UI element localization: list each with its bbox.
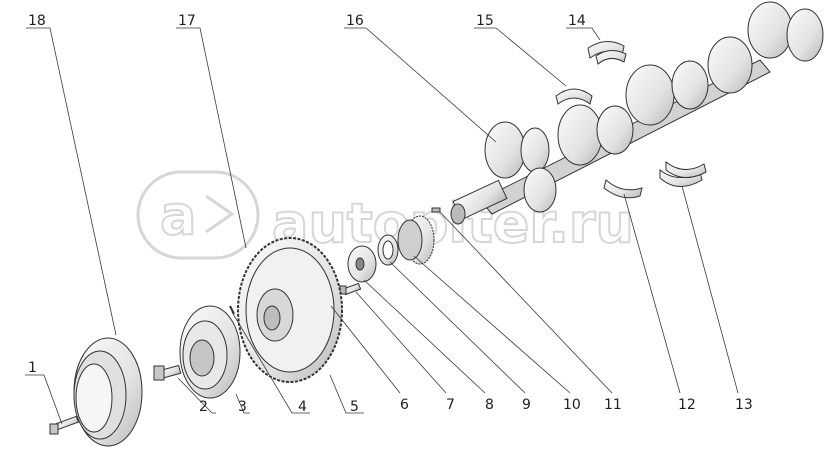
callout-18: 18: [28, 13, 46, 29]
callout-17: 17: [178, 13, 196, 29]
watermark-logo-frame: [136, 170, 260, 260]
watermark-arrow-icon: [205, 194, 235, 234]
callout-15: 15: [476, 13, 494, 29]
v-belt-pulley: [73, 337, 143, 447]
callout-2: 2: [199, 399, 208, 415]
main-bearing-shell: [555, 88, 593, 105]
pulley-bolt: [153, 364, 182, 381]
callout-8: 8: [485, 397, 494, 413]
thrust-bearing-shells: [659, 160, 707, 187]
callout-5: 5: [350, 399, 359, 415]
thrust-washer: [347, 245, 377, 283]
callout-16: 16: [346, 13, 364, 29]
callout-4: 4: [298, 399, 307, 415]
flywheel-bolt: [339, 282, 362, 296]
callout-12: 12: [678, 397, 696, 413]
callout-11: 11: [604, 397, 622, 413]
crankshaft: [450, 1, 824, 225]
main-bearing-upper-shells: [587, 41, 627, 65]
callout-9: 9: [522, 397, 531, 413]
crankshaft-pulley-hub: [179, 305, 241, 399]
callout-10: 10: [563, 397, 581, 413]
spacer-ring: [377, 234, 399, 266]
callout-14: 14: [568, 13, 586, 29]
callout-1: 1: [28, 360, 37, 376]
woodruff-key: [431, 207, 441, 213]
dowel-pin: [229, 305, 235, 315]
watermark-logo-text: a: [160, 184, 196, 247]
main-bearing-lower-shell: [603, 179, 643, 199]
callout-6: 6: [400, 397, 409, 413]
pulley-mount-bolt: [49, 415, 80, 435]
flywheel-with-ring-gear: [237, 237, 343, 383]
callout-7: 7: [446, 397, 455, 413]
leader-lines: [25, 27, 739, 425]
callout-3: 3: [238, 399, 247, 415]
callout-labels: 1 2 3 4 5 6 7 8 9 10 11 12 13 14 15 16 1…: [28, 13, 753, 415]
callout-13: 13: [735, 397, 753, 413]
crankshaft-gear: [397, 215, 435, 265]
